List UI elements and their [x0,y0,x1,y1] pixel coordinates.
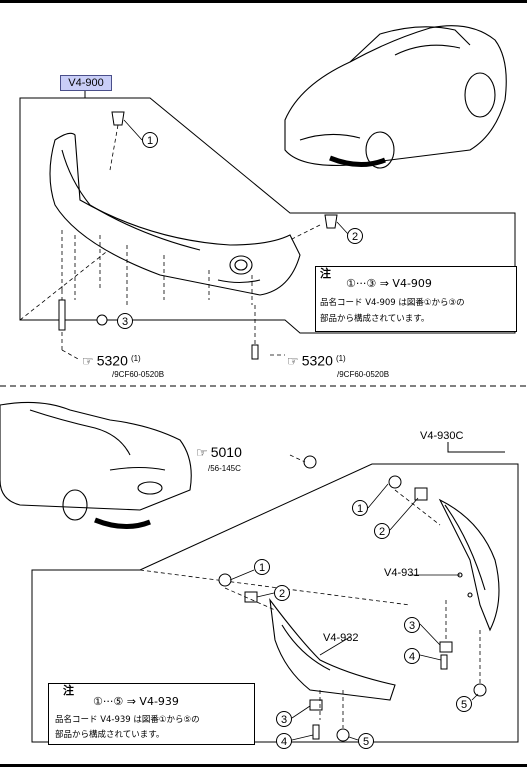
note-box-lower: 注 ①···⑤ ⇒ V4-939 品名コード V4-939 は図番①から⑤の 部… [48,683,255,745]
callout-lower-4a[interactable]: 4 [404,648,420,664]
ref-left-qty: (1) [130,354,141,363]
assembly-leader-lower [447,442,505,453]
assembly-ref-lower[interactable]: V4-930C [420,430,464,442]
callout-upper-2[interactable]: 2 [347,228,363,244]
hand-pointer-icon: ☞ [196,445,208,460]
ref-right-qty: (1) [335,354,346,363]
ref-left-code: /9CF60-0520B [112,370,165,379]
bottom-rule [0,764,527,767]
car-rear-icon [0,401,192,529]
ref-right-upper[interactable]: ☞ 5320 (1) [287,352,346,370]
note-line3-upper: 部品から構成されています。 [320,314,430,324]
ref-top-page: 5010 [210,444,242,460]
ref-left-page: 5320 [96,352,128,369]
ref-left-upper[interactable]: ☞ 5320 (1) [82,352,141,370]
callout-lower-2a[interactable]: 2 [374,523,390,539]
note-line1-lower: ①···⑤ ⇒ V4-939 [93,695,179,708]
top-rule [0,0,527,3]
note-line3-lower: 部品から構成されています。 [55,730,165,740]
callout-lower-5b[interactable]: 5 [358,733,374,749]
ref-top-code: /56-145C [208,464,241,473]
front-bumper-drawing [49,132,301,296]
callout-lower-5a[interactable]: 5 [456,696,472,712]
mud-flap-left-drawing [269,598,396,701]
assembly-ref-upper[interactable]: V4-900 [60,75,112,91]
note-line2-upper: 品名コード V4-909 は図番①から③の [320,298,465,308]
ref-right-page: 5320 [301,352,333,369]
callout-lower-1b[interactable]: 1 [254,559,270,575]
note-line2-lower: 品名コード V4-939 は図番①から⑤の [55,715,200,725]
lower-fasteners [218,455,487,742]
part-932-label[interactable]: V4-932 [323,632,359,644]
hand-pointer-icon: ☞ [287,353,299,369]
note-line1-upper: ①···③ ⇒ V4-909 [346,277,432,290]
callout-lower-4b[interactable]: 4 [276,733,292,749]
hand-pointer-icon: ☞ [82,353,94,369]
note-title-lower: 注 [63,684,74,697]
callout-lower-2b[interactable]: 2 [274,585,290,601]
ref-right-code: /9CF60-0520B [337,370,390,379]
callout-lower-3a[interactable]: 3 [404,617,420,633]
callout-upper-3[interactable]: 3 [117,313,133,329]
car-front-icon [284,25,507,169]
lower-group-outline [31,463,519,743]
note-title-upper: 注 [320,267,331,280]
callout-lower-1a[interactable]: 1 [352,500,368,516]
mud-flap-right-drawing [438,498,500,632]
note-box-upper: 注 ①···③ ⇒ V4-909 品名コード V4-909 は図番①から③の 部… [315,266,517,332]
callout-lower-3b[interactable]: 3 [276,711,292,727]
upper-fasteners [58,111,338,360]
part-931-label[interactable]: V4-931 [384,567,420,579]
ref-top-lower[interactable]: ☞ 5010 [196,444,242,461]
callout-upper-1[interactable]: 1 [142,132,158,148]
